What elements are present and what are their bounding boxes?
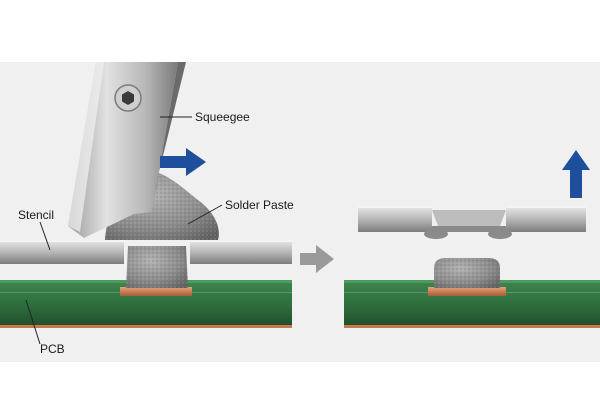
stencil-leader [39,221,51,251]
arrow-up-icon [562,150,590,198]
residual-paste-right [488,229,512,239]
label-stencil: Stencil [18,208,55,222]
copper-pad-right [428,287,506,296]
copper-pad-left [120,287,192,296]
solder-paste-aperture [126,246,188,288]
pcb-leader [25,299,41,345]
arrow-right-icon [160,148,206,176]
stencil-left [0,240,292,264]
stencil-right [358,206,586,232]
hex-socket-screw-icon [114,84,142,112]
left-scene [0,62,292,345]
step-next-arrow [300,245,334,273]
right-scene [344,150,600,328]
residual-paste-left [424,229,448,239]
label-squeegee: Squeegee [195,110,250,124]
solder-paste-leader [187,204,223,225]
label-solder-paste: Solder Paste [225,198,294,212]
printed-paste-deposit [434,258,500,288]
squeegee [68,62,186,238]
label-pcb: PCB [40,342,65,356]
